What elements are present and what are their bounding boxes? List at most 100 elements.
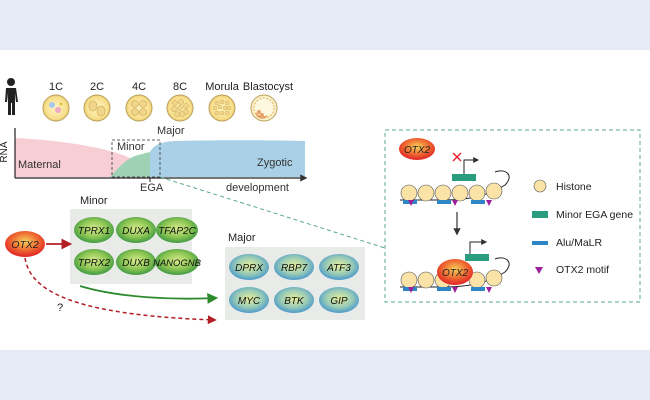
zygotic-area <box>150 140 305 177</box>
otx2-motif-icon <box>408 200 414 206</box>
major-gene-label: BTK <box>284 296 305 307</box>
minor-gene-label: TPRX2 <box>78 258 111 269</box>
mechanism-legend: Histone Minor EGA gene Alu/MaLR OTX2 mot… <box>532 179 633 276</box>
otx2-motif-icon <box>452 200 458 206</box>
minor-gene-node <box>116 217 156 243</box>
embryo-icons <box>42 94 278 122</box>
legend-otx2-motif-label: OTX2 motif <box>556 264 609 276</box>
minor-ega-gene-block <box>465 254 489 261</box>
maternal-area <box>15 138 148 177</box>
embryo-4c-icon <box>125 94 153 122</box>
minor-to-major-arrow <box>79 285 219 304</box>
minor-gene-label: DUXB <box>122 258 150 269</box>
blocked-tss-arrow <box>463 157 480 174</box>
minor-gene-node <box>156 217 198 243</box>
histone-icon <box>400 184 418 202</box>
otx2-bottom-node <box>437 259 473 285</box>
histone-icon <box>485 182 503 200</box>
stage-label: 8C <box>173 81 187 93</box>
minor-gene-label: TFAP2C <box>158 226 196 237</box>
embryo-8c-icon <box>166 94 194 122</box>
histone-icon <box>468 184 486 202</box>
histone-icon <box>451 184 469 202</box>
mechanism-dashed-box <box>384 129 641 303</box>
major-label: Major <box>157 125 185 137</box>
regulation-panel: Minor Major OTX2 ? TPRX1 DUXA TFAP2C TPR… <box>5 195 365 325</box>
minor-label: Minor <box>117 141 145 153</box>
major-gene-node <box>229 254 269 280</box>
major-gene-nodes: DPRX RBP7 ATF3 MYC BTK GIP <box>229 254 359 313</box>
alu-block <box>471 200 485 204</box>
otx2-motif-icon <box>452 287 458 293</box>
human-silhouette-icon <box>5 78 18 115</box>
legend-histone-label: Histone <box>556 181 592 193</box>
embryo-1c-icon <box>42 94 70 122</box>
otx2-node <box>5 231 45 257</box>
major-gene-node <box>319 254 359 280</box>
minor-gene-label: TPRX1 <box>78 226 110 237</box>
question-mark: ? <box>57 302 63 314</box>
embryo-2c-icon <box>83 94 111 122</box>
dna-strand <box>400 257 510 288</box>
stage-label: 4C <box>132 81 146 93</box>
zygotic-label: Zygotic <box>257 157 293 169</box>
minor-area <box>110 152 152 177</box>
minor-gene-label: DUXA <box>122 226 150 237</box>
histone-icon <box>434 184 452 202</box>
minor-gene-label: NANOGNB <box>153 258 202 269</box>
rna-chart: RNA Maternal Minor Major Zygotic EGA dev… <box>0 125 308 194</box>
otx2-to-major-dotted-arrow <box>24 257 217 325</box>
otx2-node-label: OTX2 <box>11 239 39 251</box>
development-label: development <box>226 182 289 194</box>
otx2-motif-icon <box>486 200 492 206</box>
major-gene-node <box>274 287 314 313</box>
maternal-label: Maternal <box>18 159 61 171</box>
minor-group-title: Minor <box>80 195 108 207</box>
embryo-morula-icon <box>208 94 236 122</box>
rna-y-label: RNA <box>0 141 10 162</box>
histone-icon <box>417 271 435 289</box>
stage-label: Morula <box>205 81 240 93</box>
histone-icon <box>417 184 435 202</box>
otx2-motif-icon <box>486 287 492 293</box>
minor-ega-dashed-box <box>111 139 161 178</box>
major-gene-label: RBP7 <box>281 263 308 274</box>
major-gene-label: ATF3 <box>326 263 351 274</box>
ega-label: EGA <box>140 182 164 194</box>
histone-icon <box>400 271 418 289</box>
minor-gene-node <box>74 217 114 243</box>
minor-ega-gene-block <box>452 174 476 181</box>
major-gene-node <box>229 287 269 313</box>
minor-gene-node <box>155 249 199 275</box>
major-gene-label: MYC <box>238 296 261 307</box>
embryo-blastocyst-icon <box>250 94 278 122</box>
otx2-motif-icon <box>408 287 414 293</box>
stage-label: Blastocyst <box>243 81 293 93</box>
zoom-connector-line <box>159 176 386 249</box>
stage-labels: 1C 2C 4C 8C Morula Blastocyst <box>49 81 293 93</box>
mechanism-panel: OTX2 <box>384 129 641 303</box>
minor-gene-node <box>74 249 114 275</box>
stage-label: 1C <box>49 81 63 93</box>
stage-label: 2C <box>90 81 104 93</box>
histone-legend-icon <box>533 179 547 193</box>
top-chromatin <box>400 170 510 206</box>
major-gene-node <box>274 254 314 280</box>
legend-alu-label: Alu/MaLR <box>556 237 603 249</box>
alu-block <box>437 200 451 204</box>
major-gene-label: DPRX <box>235 263 263 274</box>
otx2-motif-legend-icon <box>535 267 543 274</box>
blocked-x-icon <box>452 152 462 162</box>
minor-gene-nodes: TPRX1 DUXA TFAP2C TPRX2 DUXB NANOGNB <box>74 217 202 275</box>
minor-ega-gene-legend-icon <box>532 211 548 218</box>
major-gene-label: GIP <box>330 296 348 307</box>
alu-legend-icon <box>532 241 548 245</box>
otx2-bottom-label: OTX2 <box>442 268 469 279</box>
active-tss-arrow <box>469 239 488 254</box>
legend-minor-ega-gene-label: Minor EGA gene <box>556 209 633 221</box>
otx2-top-node <box>399 138 435 160</box>
otx2-top-label: OTX2 <box>404 145 431 156</box>
histone-icon <box>485 269 503 287</box>
alu-block <box>437 287 451 291</box>
